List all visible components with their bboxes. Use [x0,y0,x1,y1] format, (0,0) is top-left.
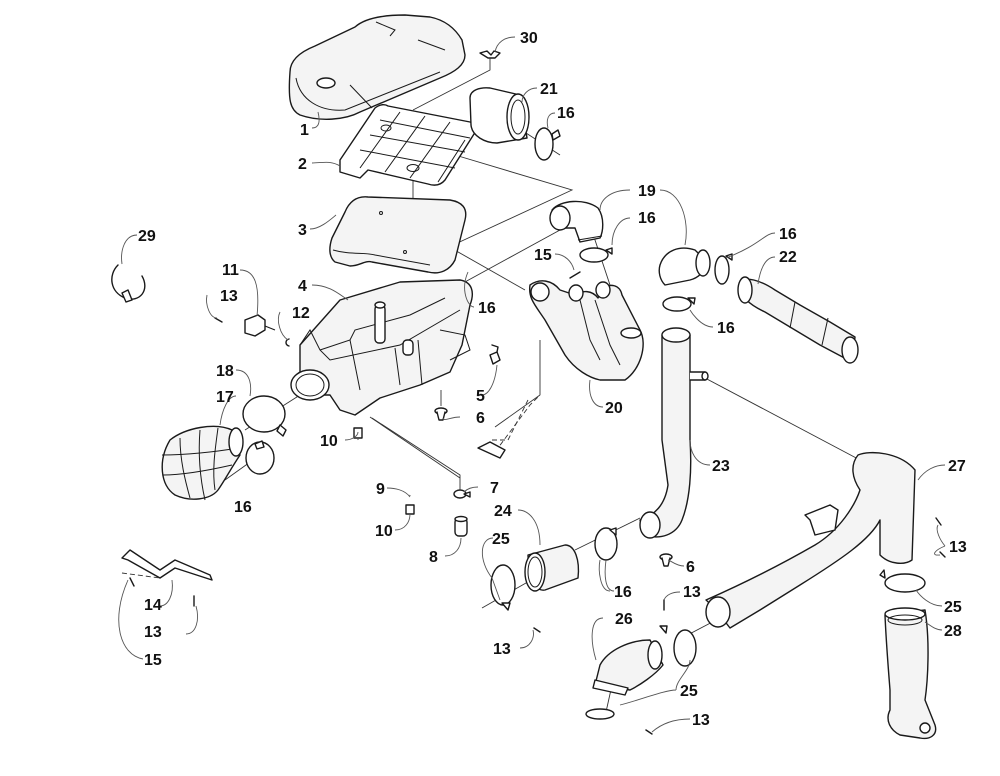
part-air-filter-element[interactable] [469,87,530,144]
callout-16[interactable]: 16 [717,320,735,337]
part-outlet-duct[interactable] [884,607,937,740]
part-hose-clip[interactable] [405,504,415,515]
part-clamp[interactable] [585,708,615,720]
callout-25[interactable]: 25 [680,683,698,700]
part-screw[interactable] [939,551,946,558]
part-intake-manifold[interactable] [528,280,644,381]
callout-labels: 30 1 21 16 2 19 16 29 3 16 22 15 11 4 13… [138,30,967,729]
callout-27[interactable]: 27 [948,458,966,475]
callout-13[interactable]: 13 [949,539,967,556]
part-push-rivet[interactable] [434,390,448,421]
callout-13[interactable]: 13 [683,584,701,601]
callout-16[interactable]: 16 [557,105,575,122]
callout-29[interactable]: 29 [138,228,156,245]
part-drain-plug[interactable] [454,515,468,537]
callout-3[interactable]: 3 [298,222,307,239]
part-clamp[interactable] [242,395,287,437]
part-hose-clamp[interactable] [245,440,275,475]
callout-13[interactable]: 13 [692,712,710,729]
part-hose-clamp[interactable] [714,253,733,285]
callout-2[interactable]: 2 [298,156,307,173]
callout-20[interactable]: 20 [605,400,623,417]
callout-12[interactable]: 12 [292,305,310,322]
part-elbow-boot[interactable] [549,200,604,243]
part-push-rivet[interactable] [659,553,673,567]
callout-25[interactable]: 25 [944,599,962,616]
part-clip[interactable] [489,344,501,365]
callout-16[interactable]: 16 [614,584,632,601]
callout-22[interactable]: 22 [779,249,797,266]
part-drain-hose[interactable] [356,439,413,496]
part-screw[interactable] [129,577,135,587]
callout-15[interactable]: 15 [144,652,162,669]
callout-13[interactable]: 13 [144,624,162,641]
callout-15[interactable]: 15 [534,247,552,264]
callout-13[interactable]: 13 [220,288,238,305]
part-hose-clamp[interactable] [662,296,696,312]
part-screw[interactable] [533,627,541,633]
callout-23[interactable]: 23 [712,458,730,475]
callout-24[interactable]: 24 [494,503,512,520]
callout-16[interactable]: 16 [478,300,496,317]
part-filter-grid[interactable] [339,103,477,186]
callout-11[interactable]: 11 [222,262,239,279]
leader-lines [118,36,946,733]
part-bracket-support [477,394,541,459]
part-screw[interactable] [569,271,581,279]
callout-5[interactable]: 5 [476,388,485,405]
callout-30[interactable]: 30 [520,30,538,47]
part-screw[interactable] [935,517,942,526]
part-hose-clamp[interactable] [534,127,561,161]
part-intake-duct[interactable] [639,327,709,539]
part-clamp[interactable] [490,564,516,611]
part-clamp-ring[interactable] [111,264,146,303]
part-elbow-boot[interactable] [658,247,711,286]
part-clamp[interactable] [659,625,697,667]
callout-4[interactable]: 4 [298,278,307,295]
part-hose-clamp[interactable] [579,247,613,263]
callout-19[interactable]: 19 [638,183,656,200]
callout-18[interactable]: 18 [216,363,234,380]
part-air-box-housing[interactable] [290,279,473,416]
part-hose-clip[interactable] [371,417,471,499]
callout-16[interactable]: 16 [779,226,797,243]
callout-8[interactable]: 8 [429,549,438,566]
callout-28[interactable]: 28 [944,623,962,640]
callout-26[interactable]: 26 [615,611,633,628]
assembly-lines [224,121,861,713]
callout-10[interactable]: 10 [320,433,338,450]
callout-16[interactable]: 16 [638,210,656,227]
part-cvt-duct[interactable] [705,451,916,629]
part-o-ring[interactable] [285,338,290,347]
callout-21[interactable]: 21 [540,81,558,98]
callout-7[interactable]: 7 [490,480,499,497]
callout-16[interactable]: 16 [234,499,252,516]
part-adapter[interactable] [524,544,580,592]
part-bracket[interactable] [121,549,213,581]
callout-9[interactable]: 9 [376,481,385,498]
callout-17[interactable]: 17 [216,389,234,406]
part-wing-nut[interactable] [412,50,501,111]
part-hose-clamp[interactable] [594,527,618,561]
callout-10[interactable]: 10 [375,523,393,540]
part-screw[interactable] [645,729,653,735]
part-inlet-boot[interactable] [161,425,244,501]
callout-13[interactable]: 13 [493,641,511,658]
callout-1[interactable]: 1 [300,122,309,139]
part-elbow[interactable] [592,639,664,696]
callout-14[interactable]: 14 [144,597,162,614]
part-pre-filter-foam[interactable] [329,196,467,274]
part-sensor[interactable] [244,314,276,337]
callout-6[interactable]: 6 [476,410,485,427]
part-clamp[interactable] [879,569,926,593]
part-air-box-cover[interactable] [288,14,466,120]
callout-25[interactable]: 25 [492,531,510,548]
callout-6[interactable]: 6 [686,559,695,576]
part-intake-hose[interactable] [737,276,859,364]
part-screw[interactable] [214,317,223,323]
